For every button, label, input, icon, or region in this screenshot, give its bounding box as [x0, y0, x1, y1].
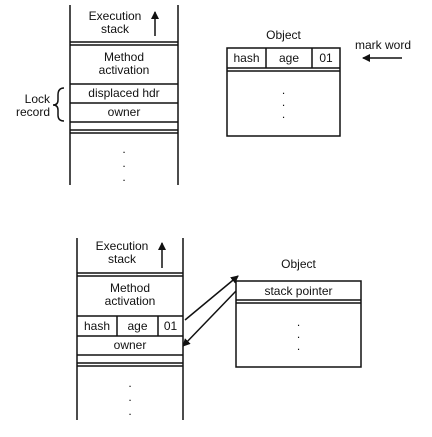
top-lock-bits-cell: 01 [319, 51, 333, 65]
lock-record-label: Lock record [16, 92, 51, 119]
top-object-box [226, 47, 341, 137]
top-object-dots: . . . [281, 83, 286, 121]
top-stack-dots: . . . [122, 142, 126, 184]
top-object-title: Object [266, 28, 301, 42]
displaced-header-cell: displaced hdr [88, 86, 160, 100]
mark-word-label: mark word [355, 38, 412, 52]
lock-record-brace [52, 87, 65, 122]
bottom-stack-title: Execution stack [95, 239, 149, 266]
pointer-to-lock-record-arrow [182, 290, 237, 347]
bottom-age-cell: age [127, 319, 148, 333]
bottom-lock-bits-cell: 01 [163, 319, 178, 333]
bottom-object-title: Object [281, 257, 316, 271]
bottom-hash-cell: hash [83, 319, 111, 333]
top-owner-cell: owner [107, 105, 141, 119]
bottom-owner-cell: owner [113, 338, 147, 352]
owner-to-object-arrow [184, 275, 239, 321]
bottom-method-activation: Method activation [104, 281, 156, 308]
top-stack-frame [69, 5, 179, 185]
top-hash-cell: hash [233, 51, 260, 65]
top-method-activation: Method activation [98, 50, 150, 77]
bottom-object-box [235, 280, 362, 368]
bottom-object-dots: . . . [296, 315, 301, 353]
top-stack-title: Execution stack [88, 9, 142, 36]
bottom-stack-dots: . . . [128, 376, 132, 418]
bottom-stack-frame [76, 238, 184, 420]
stack-pointer-cell: stack pointer [264, 284, 333, 298]
top-age-cell: age [278, 51, 300, 65]
